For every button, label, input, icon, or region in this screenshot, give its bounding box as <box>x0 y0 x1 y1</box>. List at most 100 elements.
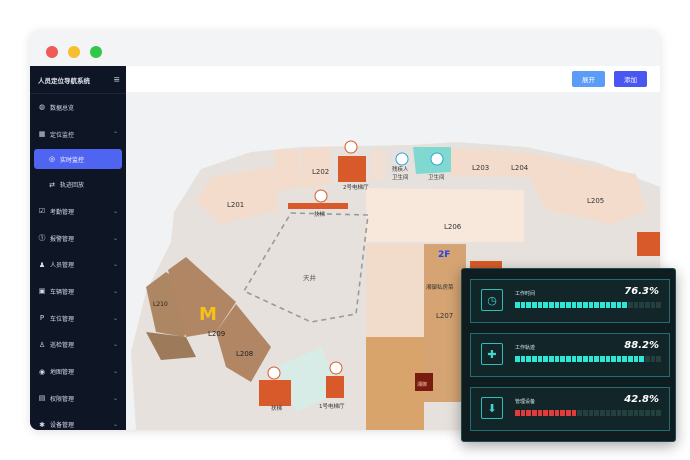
sidebar-item-7[interactable]: ▣车辆管理⌄ <box>30 278 126 305</box>
atrium-label: 天井 <box>303 273 317 282</box>
sidebar-item-11[interactable]: ▤ 权限管理 ⌄ <box>30 385 126 412</box>
elevator-2-hall[interactable] <box>338 156 366 182</box>
elevator-pin-icon-2[interactable] <box>344 140 358 154</box>
wifi-icon: ◍ <box>38 103 46 112</box>
sidebar-item-label: 地图管理 <box>50 369 75 377</box>
chevron-down-icon: ⌄ <box>112 314 118 322</box>
sidebar-item-3[interactable]: ⇄ 轨迹回放 <box>30 171 126 198</box>
stat-label: 工作时间 <box>515 291 536 297</box>
shop-strip-area[interactable] <box>146 332 196 360</box>
sidebar-item-1[interactable]: ▦定位监控⌃ <box>30 121 126 148</box>
sidebar-item-label: 权限管理 <box>50 395 75 403</box>
elevator-pin-icon[interactable] <box>329 361 343 375</box>
restroom-pin-icon-2[interactable] <box>430 152 444 166</box>
shop-l203-area[interactable] <box>451 149 491 176</box>
stat-value: 88.2% <box>624 340 659 351</box>
sidebar-item-label: 报警管理 <box>50 235 75 243</box>
escalator-b[interactable] <box>259 380 291 406</box>
shop-l204-area[interactable] <box>491 150 536 178</box>
lock-icon: ▤ <box>38 394 46 403</box>
shop-l202-label: L202 <box>312 168 329 176</box>
shop-l208-label: L208 <box>236 350 253 358</box>
chevron-down-icon: ⌄ <box>112 207 118 215</box>
toolbar: 展开 添加 <box>126 66 660 92</box>
shop-l206-area[interactable] <box>366 188 524 242</box>
sidebar-item-6[interactable]: ♟人员管理⌄ <box>30 251 126 278</box>
elevator-1-area <box>276 347 341 412</box>
add-button[interactable]: 添加 <box>614 71 647 87</box>
parking-icon: P <box>39 314 45 323</box>
sidebar-header: 人员定位导航系统 ≡ <box>30 66 126 94</box>
restroom-b-label: 卫生间 <box>428 173 445 181</box>
sidebar-item-4[interactable]: ☑考勤管理⌄ <box>30 198 126 225</box>
shop-l209-label: L209 <box>208 330 225 338</box>
sidebar-item-label: 实时监控 <box>60 156 85 164</box>
stat-progress-bar <box>515 302 662 308</box>
shop-l201-label: L201 <box>227 201 244 209</box>
escalator-pin-icon-2[interactable] <box>267 366 281 380</box>
shop-l206-label: L206 <box>444 223 462 231</box>
maximize-window-button[interactable] <box>90 46 102 58</box>
restroom-pin-icon[interactable] <box>395 152 409 166</box>
shop-l203-label: L203 <box>472 164 489 172</box>
patrol-icon: ♙ <box>38 340 46 349</box>
escalator-a[interactable] <box>288 203 348 209</box>
shop-l208-area[interactable] <box>216 304 271 382</box>
sidebar-item-0[interactable]: ◍数据总览 <box>30 94 126 121</box>
shop-l207-name: 湘御私房菜 <box>426 283 454 291</box>
stat-progress-bar <box>515 410 662 416</box>
sidebar-item-12[interactable]: ✱ 设备管理 ⌄ <box>30 412 126 430</box>
brand-logo-text: 湘御 <box>417 381 427 388</box>
shop-extra-area[interactable] <box>274 149 301 192</box>
map-icon: ◉ <box>38 367 46 376</box>
shop-l202-area[interactable] <box>301 147 331 188</box>
shop-marker[interactable] <box>470 261 502 269</box>
route-icon: ⇄ <box>49 180 55 189</box>
sidebar-item-9[interactable]: ♙巡检管理⌄ <box>30 332 126 359</box>
sidebar-item-label: 轨迹回放 <box>60 182 85 190</box>
shop-l210-label: L210 <box>153 301 168 308</box>
escalator-a-label: 扶梯 <box>314 210 326 218</box>
chevron-down-icon: ⌄ <box>112 421 118 429</box>
clock-icon: ◷ <box>481 289 503 311</box>
floor-label: 2F <box>438 250 450 260</box>
sidebar-item-2[interactable]: ◎ 实时监控 <box>34 149 122 170</box>
shop-l205-area[interactable] <box>531 155 646 224</box>
elevator-2-label: 2号电梯厅 <box>343 183 369 191</box>
menu-toggle-icon[interactable]: ≡ <box>113 75 120 84</box>
restroom-block <box>371 149 386 180</box>
chevron-down-icon: ⌄ <box>112 368 118 376</box>
shop-l207-area[interactable] <box>424 244 466 402</box>
restroom-a-label-2: 卫生间 <box>392 173 409 181</box>
person-icon: ♟ <box>38 260 46 269</box>
sidebar-item-10[interactable]: ◉ 地图管理 ⌄ <box>30 358 126 385</box>
shop-bottom-area[interactable] <box>366 337 424 430</box>
sidebar-item-label: 人员管理 <box>50 262 75 270</box>
shop-l207-label: L207 <box>436 312 453 320</box>
bluetooth-icon: ✱ <box>39 420 45 429</box>
chevron-up-icon: ⌃ <box>112 130 118 138</box>
mcdonalds-logo-icon: M <box>199 304 217 325</box>
shop-l201-area[interactable] <box>196 167 278 224</box>
close-window-button[interactable] <box>46 46 58 58</box>
expand-button[interactable]: 展开 <box>572 71 605 87</box>
minimize-window-button[interactable] <box>68 46 80 58</box>
sidebar-item-label: 巡检管理 <box>50 342 75 350</box>
shop-l209-area[interactable] <box>168 257 236 337</box>
alert-icon: ⓵ <box>38 234 46 243</box>
target-icon: ◎ <box>48 155 56 164</box>
escalator-pin-icon[interactable] <box>314 189 328 203</box>
elevator-1-hall[interactable] <box>326 376 344 398</box>
chevron-down-icon: ⌄ <box>112 394 118 402</box>
atrium-outline <box>242 212 369 323</box>
stat-progress-bar <box>515 356 662 362</box>
right-marker[interactable] <box>637 232 660 256</box>
device-icon: ⬇ <box>481 397 503 419</box>
sidebar-item-label: 设备管理 <box>50 422 75 430</box>
